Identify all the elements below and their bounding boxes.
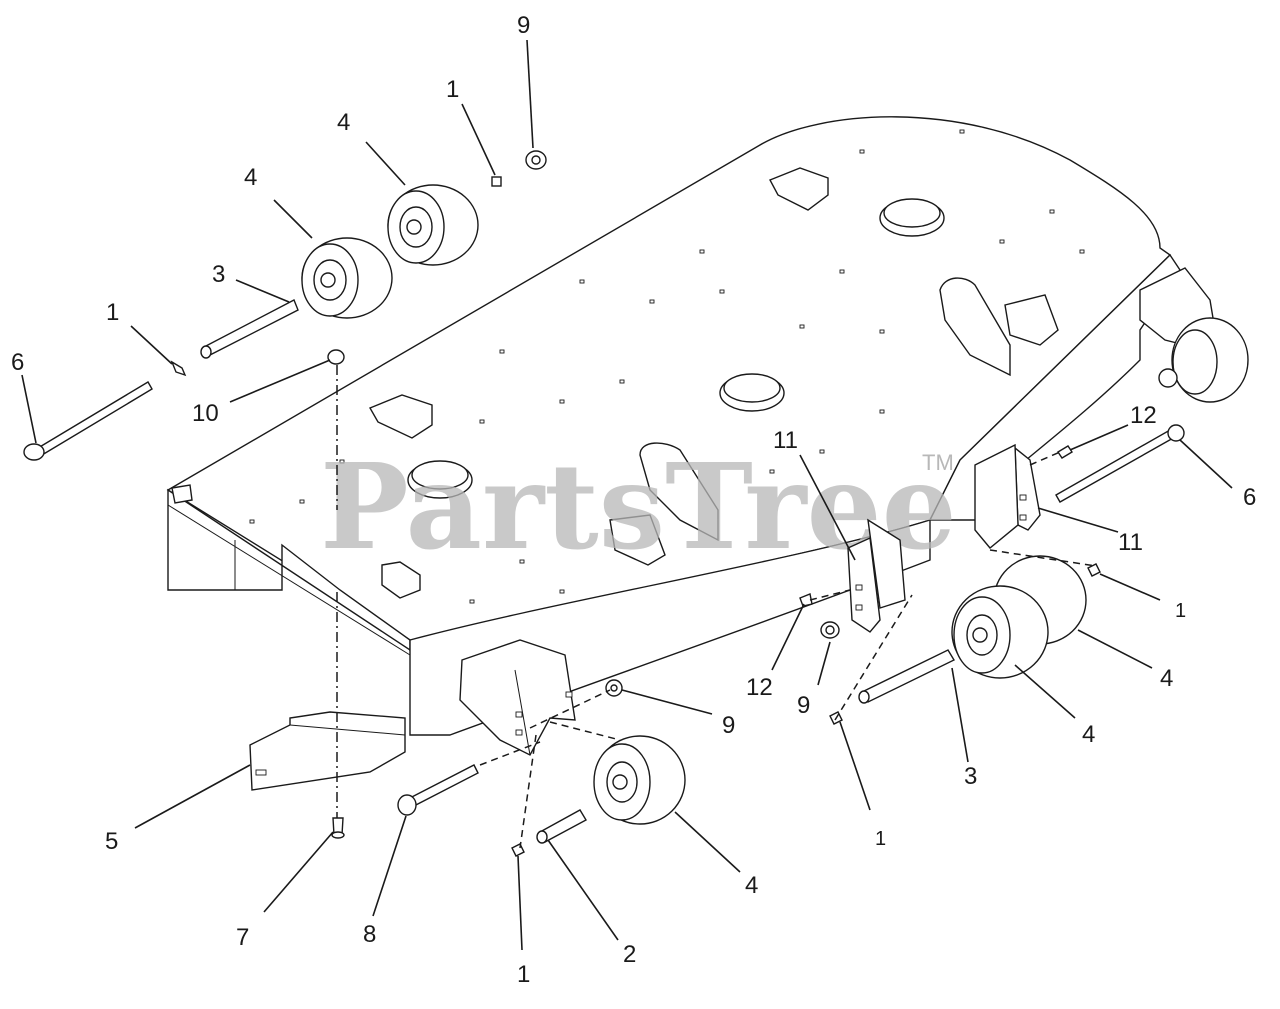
callout-1-top: 1 bbox=[446, 76, 459, 103]
callout-12-right: 12 bbox=[1130, 402, 1157, 429]
pin-bottom bbox=[511, 843, 525, 857]
pin-top-left bbox=[170, 360, 187, 377]
wheel-bottom-center bbox=[593, 735, 686, 825]
wheel-top-left-front bbox=[301, 237, 393, 319]
callout-12-front: 12 bbox=[746, 674, 773, 701]
callout-4-right-inner: 4 bbox=[1082, 721, 1095, 748]
grease-fitting-12-right bbox=[1057, 445, 1073, 459]
callout-11-front: 11 bbox=[773, 427, 798, 454]
callout-4-right-outer: 4 bbox=[1160, 665, 1173, 692]
callout-5: 5 bbox=[105, 828, 118, 855]
wheel-top-left-rear bbox=[387, 184, 479, 266]
callout-4-top-rear: 4 bbox=[337, 109, 350, 136]
flange-nut-top bbox=[525, 150, 547, 170]
callout-1-bottom: 1 bbox=[517, 961, 530, 988]
axle-spacer-top-left bbox=[200, 299, 299, 359]
callout-4-top-front: 4 bbox=[244, 164, 257, 191]
axle-spacer-right-front bbox=[858, 649, 955, 704]
grease-fitting-12-front bbox=[799, 593, 813, 607]
long-bolt-left bbox=[23, 381, 153, 461]
front-wheel-bracket bbox=[459, 639, 576, 756]
callout-2: 2 bbox=[623, 941, 636, 968]
deflector-plate bbox=[249, 711, 406, 791]
carriage-bolt-8 bbox=[397, 764, 479, 816]
callout-9-top: 9 bbox=[517, 12, 530, 39]
callout-11-right: 11 bbox=[1118, 529, 1143, 556]
assembly-lines bbox=[336, 365, 1097, 849]
grease-fitting-10 bbox=[327, 349, 345, 365]
flange-nut-9-front-left bbox=[605, 679, 623, 697]
callout-6-left: 6 bbox=[11, 349, 24, 376]
callout-10: 10 bbox=[192, 400, 219, 427]
callout-1-front-right: 1 bbox=[875, 828, 886, 850]
callout-9-front-right: 9 bbox=[797, 692, 810, 719]
wheel-right-rear bbox=[1158, 317, 1249, 403]
callout-6-right: 6 bbox=[1243, 484, 1256, 511]
long-bolt-right bbox=[1055, 424, 1185, 503]
flange-nut-9-front-right bbox=[820, 621, 840, 639]
watermark-trademark: TM bbox=[922, 450, 954, 475]
pin-right bbox=[1087, 563, 1101, 577]
bolt-7 bbox=[331, 817, 345, 839]
callout-1-right: 1 bbox=[1175, 600, 1186, 622]
pin-top-center bbox=[491, 176, 502, 187]
axle-spacer-bottom bbox=[536, 809, 587, 844]
callout-9-front-left: 9 bbox=[722, 712, 735, 739]
wheel-right-front-inner bbox=[951, 585, 1049, 679]
right-front-bracket bbox=[847, 518, 906, 633]
leader-lines bbox=[21, 39, 1233, 951]
callout-8: 8 bbox=[363, 921, 376, 948]
callout-7: 7 bbox=[236, 924, 249, 951]
callout-3-right: 3 bbox=[964, 763, 977, 790]
callout-1-left: 1 bbox=[106, 299, 119, 326]
callout-numbers: 9 1 4 4 3 1 6 10 11 12 6 11 1 4 12 9 9 4… bbox=[11, 12, 1256, 988]
callout-3-top: 3 bbox=[212, 261, 225, 288]
callout-4-bottom: 4 bbox=[745, 872, 758, 899]
